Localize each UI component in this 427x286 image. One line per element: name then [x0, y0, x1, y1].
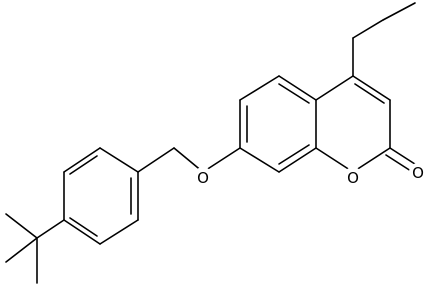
double-bond-inner — [278, 83, 310, 104]
bond — [63, 219, 101, 245]
bond — [352, 19, 384, 39]
double-bond-inner — [354, 83, 385, 104]
bond — [63, 147, 101, 173]
bond — [278, 147, 317, 173]
bond — [173, 147, 204, 173]
bond — [352, 147, 391, 173]
ether-oxygen-label: O — [197, 169, 209, 187]
bond — [5, 237, 38, 263]
carbonyl-oxygen-label: O — [412, 164, 424, 182]
bond — [36, 219, 65, 239]
bond — [137, 147, 175, 173]
bond — [239, 147, 280, 173]
bond — [99, 147, 139, 173]
ring-oxygen-label: O — [347, 169, 359, 187]
bond — [315, 147, 354, 173]
double-bond-inner — [278, 144, 310, 165]
bond — [5, 213, 38, 239]
bond — [202, 147, 241, 173]
double-bond-inner — [69, 155, 98, 175]
bond — [352, 75, 391, 101]
bond — [315, 75, 354, 101]
double-bond-inner — [69, 217, 98, 237]
bond — [278, 75, 317, 101]
bond — [99, 219, 139, 245]
carbonyl-bond — [389, 147, 419, 167]
bond — [382, 2, 416, 21]
bond — [239, 75, 280, 101]
